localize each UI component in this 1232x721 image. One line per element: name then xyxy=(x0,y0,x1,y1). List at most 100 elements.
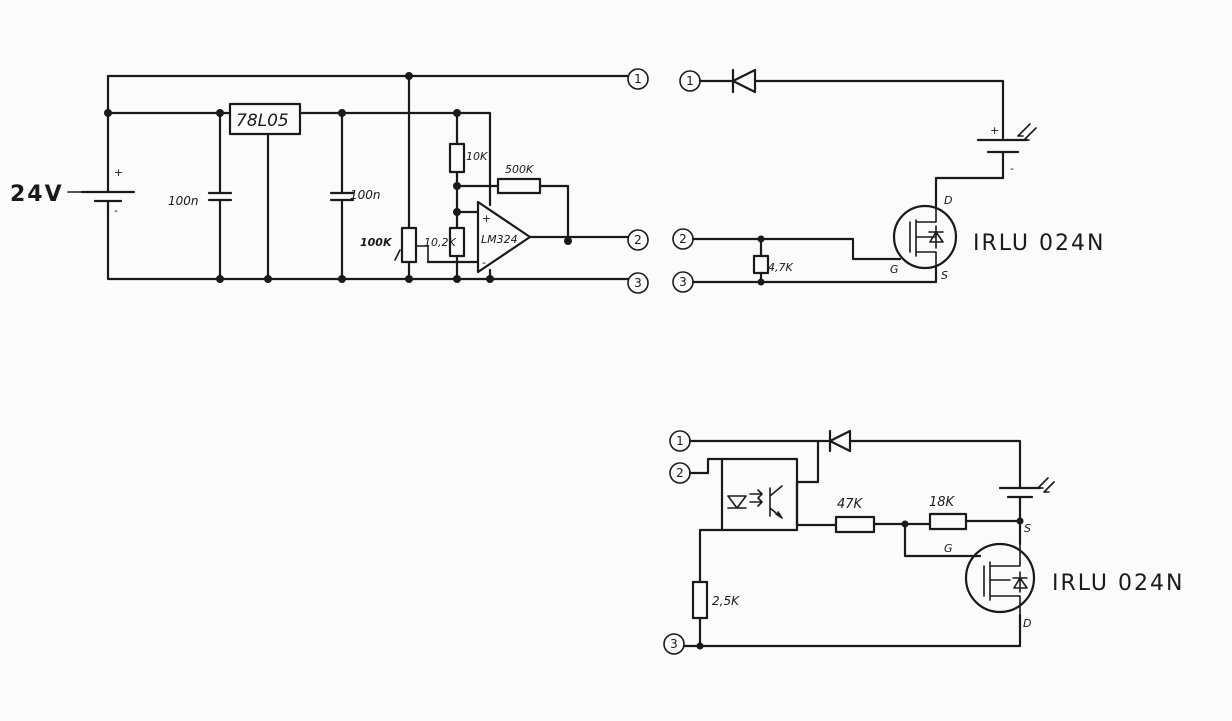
opamp-plus-sign: + xyxy=(482,212,491,225)
optocoupler-body xyxy=(720,457,799,532)
source-wire xyxy=(691,266,938,284)
supply-battery-symbol xyxy=(80,111,136,212)
resistor-10-2k-body xyxy=(448,226,466,258)
potentiometer-value: 100K xyxy=(360,236,393,249)
potentiometer-wiper xyxy=(394,245,429,263)
supply-wire xyxy=(688,439,1022,490)
mosfet-pin-d: D xyxy=(944,194,952,207)
schematic-b: 1 2 3 + - 4,7K D G S IRLU 024N xyxy=(672,68,1105,293)
junction-dot xyxy=(264,275,272,283)
opamp-triangle xyxy=(476,200,532,274)
rail-top-wire xyxy=(106,111,492,207)
opamp-minus-sign: - xyxy=(482,256,486,269)
opamp-input-wires xyxy=(426,184,500,281)
terminal-1-number: 1 xyxy=(686,74,694,88)
terminal-3-number: 3 xyxy=(679,275,687,289)
supply-plus-sign: + xyxy=(114,166,123,179)
mosfet-pin-g: G xyxy=(944,542,953,555)
junction-dot xyxy=(564,237,572,245)
capacitor-2-symbol xyxy=(329,111,355,281)
resistor-10k-body xyxy=(448,142,466,174)
mosfet-label: IRLU 024N xyxy=(973,231,1105,256)
junction-dot xyxy=(486,275,494,283)
optocoupler-led-icon xyxy=(727,495,747,509)
terminal-2-circle xyxy=(627,229,649,251)
terminal-1-number: 1 xyxy=(676,434,684,448)
resistor-18k-body xyxy=(928,512,968,531)
capacitor-1-value: 100n xyxy=(168,194,199,208)
load-battery-symbol xyxy=(934,138,1029,208)
optocoupler-transistor-icon xyxy=(769,485,783,519)
resistor-500k-value: 500K xyxy=(505,163,534,176)
optocoupler-arrows-icon xyxy=(749,489,763,507)
resistor-18k-value: 18K xyxy=(929,495,956,510)
terminal-2-number: 2 xyxy=(679,232,687,246)
junction-dot xyxy=(757,235,765,243)
junction-dot xyxy=(901,520,909,528)
junction-dot xyxy=(216,275,224,283)
junction-dot xyxy=(405,72,413,80)
junction-dot xyxy=(453,109,461,117)
terminal-3-circle xyxy=(663,633,685,655)
capacitor-1-symbol xyxy=(207,111,233,281)
mosfet-outline xyxy=(892,204,958,270)
mosfet-pin-s: S xyxy=(941,269,948,282)
potentiometer-body xyxy=(400,226,418,264)
mosfet-internals xyxy=(909,205,944,269)
source-wire xyxy=(964,519,1022,546)
supply-voltage-label: 24V xyxy=(10,182,64,207)
mosfet-outline xyxy=(964,542,1036,614)
load-minus-sign: - xyxy=(1010,162,1014,175)
terminal-2-number: 2 xyxy=(634,233,642,247)
input-wire xyxy=(688,457,724,475)
diode-symbol xyxy=(731,68,757,94)
resistor-2-5k-body xyxy=(691,580,709,620)
opamp-label: LM324 xyxy=(481,233,518,246)
resistor-10-2k-value: 10,2K xyxy=(424,236,456,249)
junction-dot xyxy=(696,642,704,650)
schematic-a: 24V + - 100n 78L05 100n 100K 10K 10,2K L… xyxy=(10,68,649,294)
resistor-2-5k-value: 2,5K xyxy=(712,594,740,608)
resistor-4-7k-body xyxy=(752,254,770,275)
diode-symbol xyxy=(828,429,852,453)
junction-dot xyxy=(338,275,346,283)
terminal-3-number: 3 xyxy=(634,276,642,290)
junction-dot xyxy=(104,109,112,117)
light-arrows-icon xyxy=(1037,477,1055,493)
junction-dot xyxy=(453,275,461,283)
resistor-47k-body xyxy=(834,515,876,534)
rail-terminal-1-wire xyxy=(106,74,630,115)
mosfet-pin-g: G xyxy=(890,263,899,276)
feedback-wire xyxy=(538,184,570,243)
ground-wire xyxy=(682,613,1022,648)
terminal-1-number: 1 xyxy=(634,72,642,86)
mosfet-internals xyxy=(983,543,1028,616)
light-arrows-icon xyxy=(1017,123,1037,141)
gate-wire xyxy=(903,522,982,558)
regulator-block xyxy=(228,102,302,136)
resistor-500k-body xyxy=(496,177,542,195)
led-return-wire xyxy=(698,528,724,584)
junction-dot xyxy=(338,109,346,117)
resistor-47k-value: 47K xyxy=(837,497,864,512)
gate-wire xyxy=(691,237,902,261)
resistor-10k-value: 10K xyxy=(466,150,488,163)
diode-wire xyxy=(698,79,1005,140)
terminal-3-circle xyxy=(627,272,649,294)
load-battery-symbol xyxy=(998,486,1042,523)
supply-minus-sign: - xyxy=(114,204,118,217)
terminal-2-number: 2 xyxy=(676,466,684,480)
mosfet-label: IRLU 024N xyxy=(1052,571,1184,596)
schematic-c: 1 2 3 2,5K 47K 18K xyxy=(663,429,1184,655)
junction-dot xyxy=(216,109,224,117)
junction-dot xyxy=(453,182,461,190)
junction-dot xyxy=(453,208,461,216)
junction-dot xyxy=(405,275,413,283)
diode-drop-wire xyxy=(795,439,820,527)
junction-dot xyxy=(757,278,765,286)
terminal-1-circle xyxy=(627,68,649,90)
regulator-label: 78L05 xyxy=(236,111,289,131)
mosfet-pin-s: S xyxy=(1024,522,1031,535)
